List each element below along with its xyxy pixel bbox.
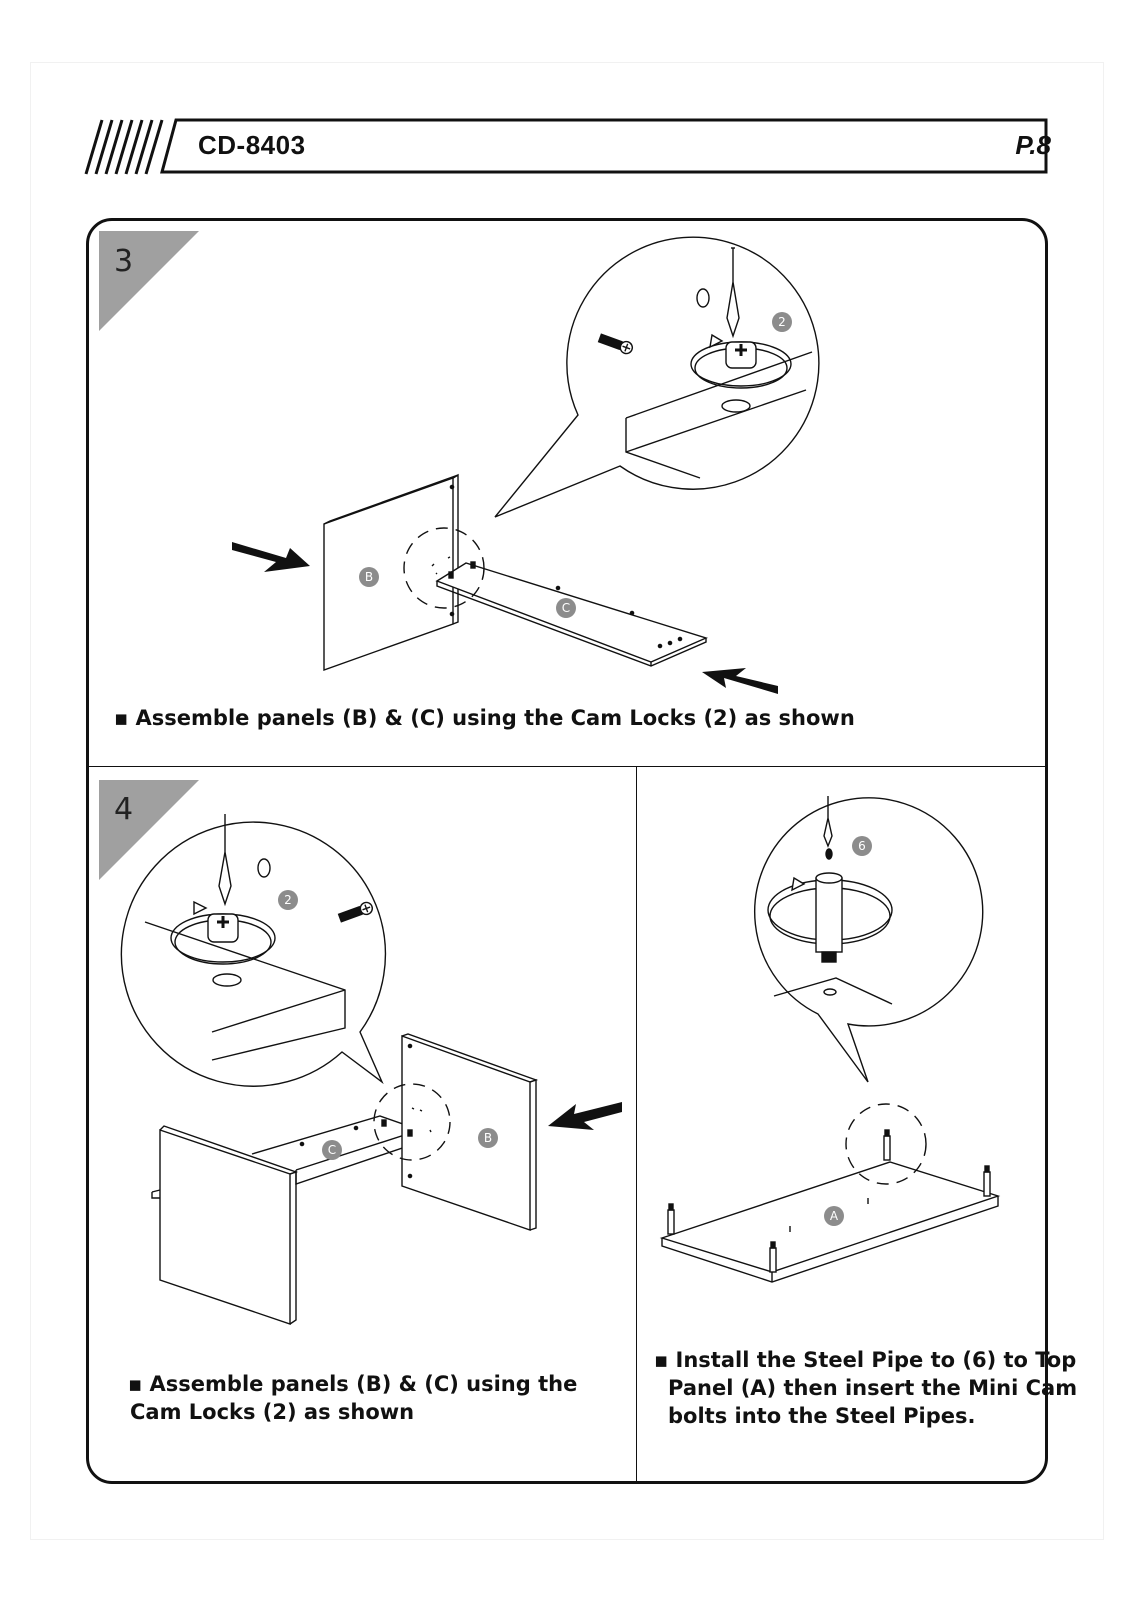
step-4-instruction-line-1: ▪ Assemble panels (B) & (C) using the [128,1372,578,1396]
panel-b-badge-label: B [484,1131,492,1145]
step-5-instruction-line-2: Panel (A) then insert the Mini Cam [668,1376,1078,1400]
step-4-number: 4 [114,792,134,827]
step-3-instruction: ▪ Assemble panels (B) & (C) using the Ca… [114,706,855,730]
step-5-instruction-line-1: ▪ Install the Steel Pipe to (6) to Top [654,1348,1077,1372]
cam-lock-badge [772,312,792,332]
step-4-corner-marker [99,780,199,880]
panel-a-badge-label: A [830,1209,839,1223]
instructions-frame [86,218,1048,1484]
step-3-diagram: 2 B C [232,236,820,694]
cam-lock-badge-label: 2 [778,315,786,329]
step-3-number: 3 [114,244,134,279]
panel-b-badge-label: B [365,570,373,584]
panel-c-badge-label: C [328,1143,336,1157]
page-number: P.8 [1015,130,1051,160]
panel-divider-horizontal [86,766,1048,767]
push-arrow-left [232,542,310,572]
push-arrow-left [548,1102,622,1130]
header-title-box [160,118,1048,174]
model-code: CD-8403 [198,130,306,160]
step-4-diagram: 2 C B [120,814,622,1325]
step-4-instruction-line-2: Cam Locks (2) as shown [130,1400,415,1424]
pipe-badge-label: 6 [858,839,866,853]
header-stripes-logo [84,119,164,175]
panel-c-badge-label: C [562,601,570,615]
step-5-diagram: 6 A [659,796,1001,1283]
step-5-instruction-line-3: bolts into the Steel Pipes. [668,1404,976,1428]
step-3-corner-marker [99,231,199,331]
push-arrow-right [702,668,778,694]
cam-lock-badge-label: 2 [284,893,292,907]
panel-divider-vertical [636,766,637,1484]
page-frame [30,62,1104,1540]
